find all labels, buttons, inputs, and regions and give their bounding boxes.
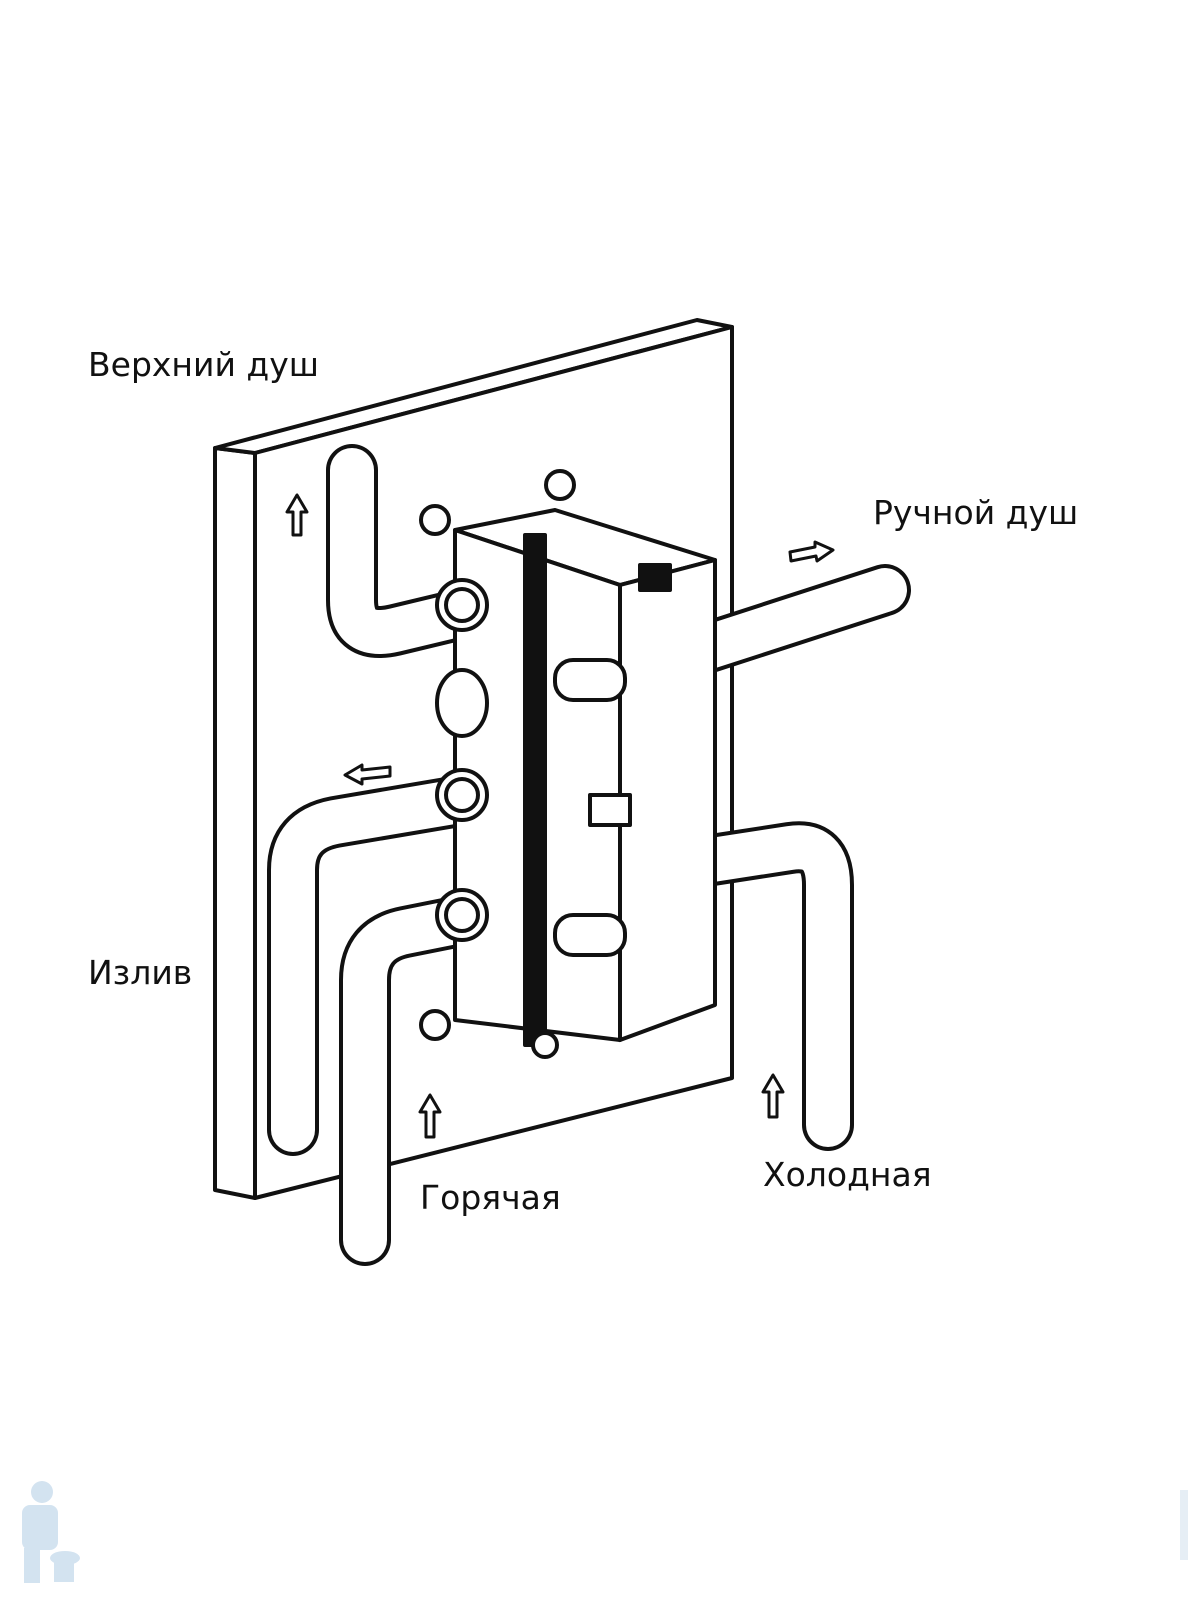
arrow-up-icon (285, 493, 309, 537)
arrow-right-icon (788, 540, 835, 563)
pipes (267, 444, 911, 1266)
watermark-strip (1180, 1490, 1188, 1560)
label-hand-shower: Ручной душ (873, 493, 1079, 532)
wall-panel-side (213, 446, 257, 1200)
flow-arrows (285, 493, 835, 1139)
label-cold-water: Холодная (763, 1155, 932, 1194)
label-top-shower: Верхний душ (88, 345, 319, 384)
arrow-left-icon (343, 763, 392, 786)
plumber-logo (22, 1481, 80, 1583)
arrow-up-icon (761, 1073, 785, 1119)
arrow-up-icon (418, 1093, 442, 1139)
label-spout: Излив (88, 953, 193, 992)
label-hot-water: Горячая (420, 1178, 561, 1217)
valve-body (419, 469, 717, 1059)
